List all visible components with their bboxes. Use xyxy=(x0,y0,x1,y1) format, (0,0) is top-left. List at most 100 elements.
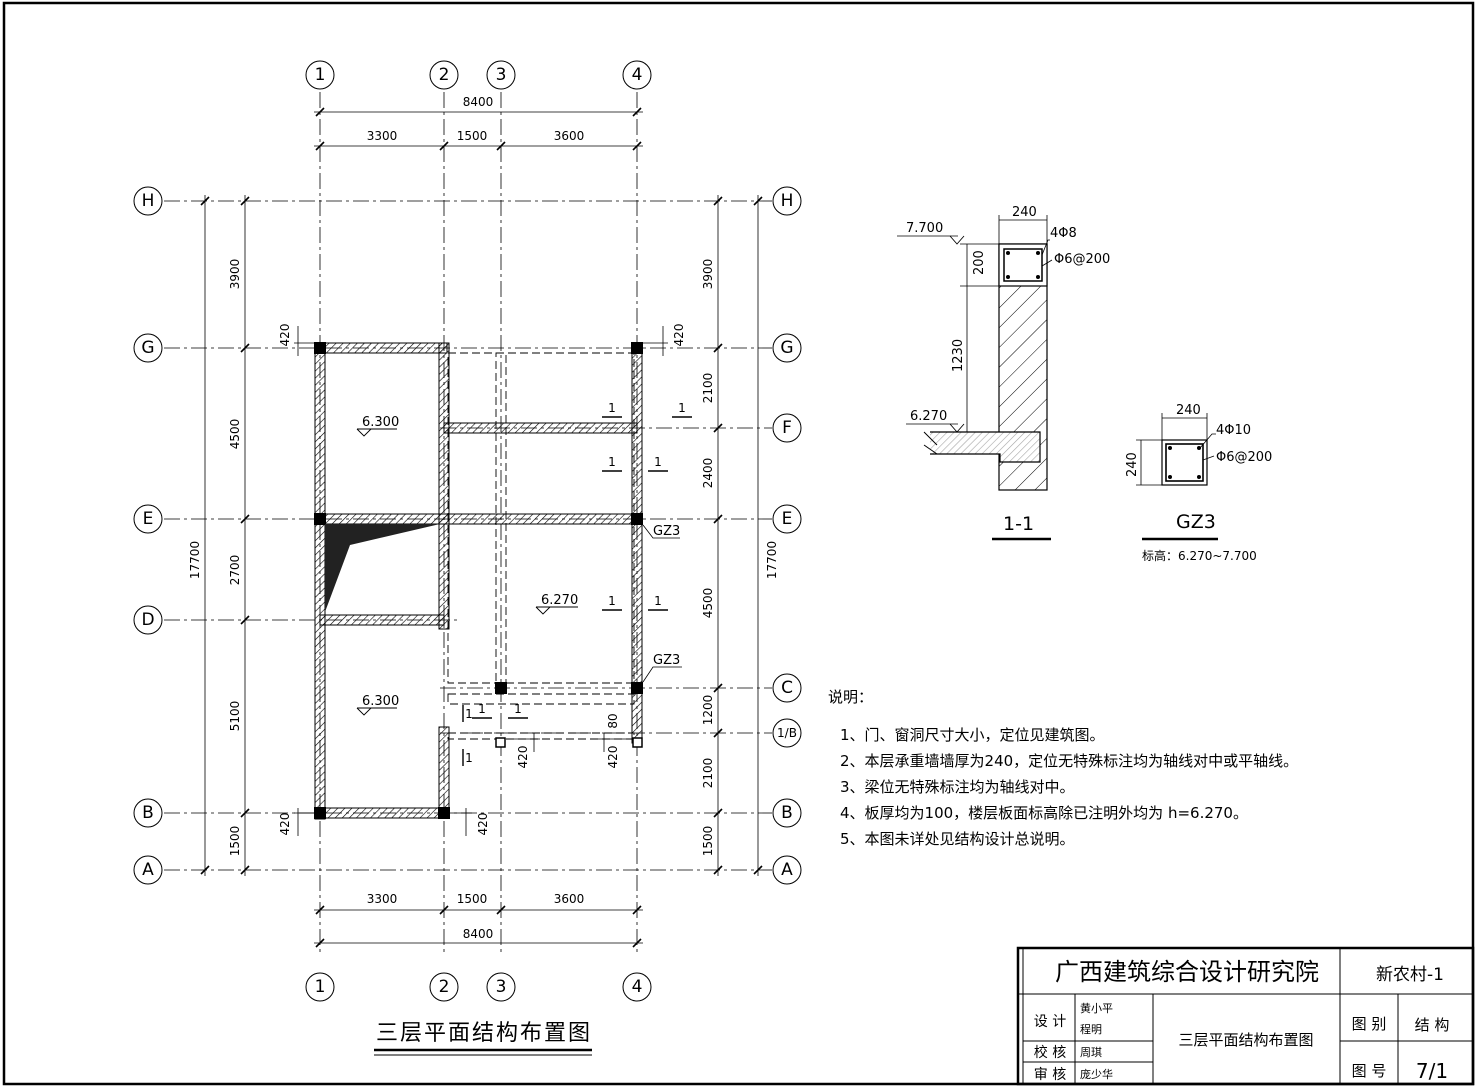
title-block-drawing-name: 三层平面结构布置图 xyxy=(1178,1031,1313,1049)
axis-label-2-bottom: 2 xyxy=(439,977,450,997)
dim-right-seg-2: 2100 xyxy=(701,373,715,404)
dim-offset-420-g-right: 420 xyxy=(672,324,686,347)
notes-heading: 说明： xyxy=(828,688,873,706)
title-block-category-value: 结 构 xyxy=(1415,1016,1450,1034)
gz3-elevation-note: 标高：6.270~7.700 xyxy=(1142,548,1257,563)
section-mark-6: 1 xyxy=(654,594,662,608)
axis-bubbles xyxy=(133,60,802,1002)
columns xyxy=(314,342,643,819)
section-mark-3: 1 xyxy=(608,455,616,469)
dim-top-seg-1: 3300 xyxy=(367,129,398,143)
axis-label-g-left: G xyxy=(141,338,154,358)
title-block-check-name: 周琪 xyxy=(1080,1046,1102,1059)
gz3-height: 240 xyxy=(1125,452,1140,477)
title-block-number-label: 图 号 xyxy=(1352,1062,1387,1080)
title-block-design-label: 设 计 xyxy=(1034,1014,1066,1030)
section-mark-4: 1 xyxy=(654,455,662,469)
note-item-4: 4、板厚均为100，楼层板面标高除已注明外均为 h=6.270。 xyxy=(840,804,1248,822)
section-mark-5: 1 xyxy=(608,594,616,608)
dimension-ticks xyxy=(200,107,763,948)
section-cut-marks xyxy=(462,416,692,766)
dim-right-total: 17700 xyxy=(765,541,779,579)
dim-top-total: 8400 xyxy=(463,95,494,109)
section-title: 1-1 xyxy=(1003,513,1034,535)
gz3-rebar-stirrup: Φ6@200 xyxy=(1216,450,1272,465)
gz3-width: 240 xyxy=(1176,403,1201,418)
section-width: 240 xyxy=(1012,205,1037,220)
axis-label-a-left: A xyxy=(142,860,154,880)
dim-bottom-seg-3: 3600 xyxy=(554,892,585,906)
dim-offset-420-mid-1: 420 xyxy=(516,746,530,769)
grid-lines xyxy=(164,92,772,955)
note-item-2: 2、本层承重墙墙厚为240，定位无特殊标注均为轴线对中或平轴线。 xyxy=(840,752,1298,770)
dim-top-seg-2: 1500 xyxy=(457,129,488,143)
dim-offset-420-g-left: 420 xyxy=(278,324,292,347)
note-item-3: 3、梁位无特殊标注均为轴线对中。 xyxy=(840,778,1075,796)
axis-label-2-top: 2 xyxy=(439,65,450,85)
stair-opening xyxy=(325,524,440,612)
title-block-review-label: 审 核 xyxy=(1034,1067,1066,1083)
plan-title: 三层平面结构布置图 xyxy=(376,1021,592,1046)
title-block-designer-1: 黄小平 xyxy=(1080,1001,1113,1015)
axis-label-1b-right: 1/B xyxy=(777,726,797,740)
title-block-project: 新农村-1 xyxy=(1376,965,1444,985)
axis-label-1-top: 1 xyxy=(315,65,326,85)
dim-offset-420-b-right: 420 xyxy=(476,813,490,836)
dashed-beams xyxy=(447,352,635,740)
gz3-label-upper: GZ3 xyxy=(653,524,680,539)
axis-label-g-right: G xyxy=(780,338,793,358)
section-mark-1: 1 xyxy=(608,401,616,415)
axis-label-b-left: B xyxy=(142,803,154,823)
dim-bottom-seg-1: 3300 xyxy=(367,892,398,906)
dim-bottom-seg-2: 1500 xyxy=(457,892,488,906)
title-block-category-label: 图 别 xyxy=(1352,1015,1387,1033)
section-1-1-detail xyxy=(897,215,1053,541)
gz3-title: GZ3 xyxy=(1176,511,1216,533)
dimension-lines xyxy=(204,111,759,944)
dim-left-seg-3: 2700 xyxy=(228,555,242,586)
section-rebar-stirrup: Φ6@200 xyxy=(1054,252,1110,267)
title-block xyxy=(1016,946,1475,1086)
elevation-room-upper: 6.300 xyxy=(362,415,399,430)
dim-offset-80: 80 xyxy=(606,713,620,728)
dim-offset-420-mid-2: 420 xyxy=(606,746,620,769)
axis-label-4-top: 4 xyxy=(632,65,643,85)
axis-label-c-right: C xyxy=(781,678,793,698)
dim-left-seg-1: 3900 xyxy=(228,259,242,290)
dim-left-total: 17700 xyxy=(188,541,202,579)
axis-label-e-right: E xyxy=(782,509,793,529)
elevation-room-lower: 6.300 xyxy=(362,694,399,709)
gz3-column-detail xyxy=(1136,413,1218,541)
dim-right-seg-3: 2400 xyxy=(701,458,715,489)
axis-label-3-top: 3 xyxy=(496,65,507,85)
title-block-number-value: 7/1 xyxy=(1416,1059,1448,1083)
dim-bottom-total: 8400 xyxy=(463,927,494,941)
axis-label-1-bottom: 1 xyxy=(315,977,326,997)
axis-label-b-right: B xyxy=(781,803,793,823)
note-item-5: 5、本图未详处见结构设计总说明。 xyxy=(840,830,1075,848)
gz3-leaders xyxy=(642,524,682,683)
section-height-beam: 200 xyxy=(972,250,987,275)
dim-top-seg-3: 3600 xyxy=(554,129,585,143)
axis-label-f-right: F xyxy=(782,418,792,438)
plan-elevation-markers xyxy=(356,428,578,716)
axis-label-h-right: H xyxy=(781,191,794,211)
offset-leaders xyxy=(294,326,668,836)
title-block-institute: 广西建筑综合设计研究院 xyxy=(1055,958,1319,986)
dim-right-seg-5: 1200 xyxy=(701,695,715,726)
section-height-wall: 1230 xyxy=(951,339,966,372)
axis-label-d-left: D xyxy=(141,610,154,630)
dim-left-seg-2: 4500 xyxy=(228,419,242,450)
dim-left-seg-4: 5100 xyxy=(228,701,242,732)
section-mark-8: 1 xyxy=(514,702,522,716)
dim-left-seg-5: 1500 xyxy=(228,826,242,857)
section-rebar-main: 4Φ8 xyxy=(1050,226,1077,241)
elevation-room-mid: 6.270 xyxy=(541,593,578,608)
axis-label-a-right: A xyxy=(781,860,793,880)
dim-right-seg-1: 3900 xyxy=(701,259,715,290)
section-mark-7: 1 xyxy=(478,702,486,716)
axis-label-h-left: H xyxy=(142,191,155,211)
section-mark-10: 1 xyxy=(465,751,473,765)
